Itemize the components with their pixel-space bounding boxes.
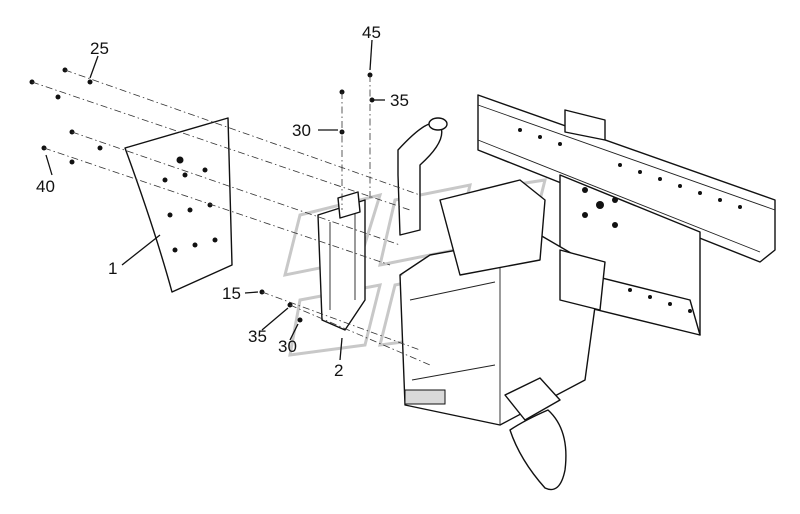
callout-2: 2 xyxy=(334,361,343,380)
heat-shield-plate xyxy=(124,117,233,293)
callout-35-lower: 35 xyxy=(248,327,267,346)
callout-labels: 25 45 35 30 40 1 15 35 30 2 xyxy=(36,23,409,380)
mounting-bracket xyxy=(439,179,606,311)
callout-15: 15 xyxy=(222,284,241,303)
callout-45: 45 xyxy=(362,23,381,42)
leader-lines xyxy=(45,39,385,361)
vertical-bracket xyxy=(317,191,366,331)
frame-rail-holes xyxy=(518,128,742,313)
callout-35-upper: 35 xyxy=(390,91,409,110)
callout-30-upper: 30 xyxy=(292,121,311,140)
callout-30-lower: 30 xyxy=(278,337,297,356)
callout-25: 25 xyxy=(90,39,109,58)
muffler-box xyxy=(399,234,601,491)
callout-40: 40 xyxy=(36,177,55,196)
callout-1: 1 xyxy=(108,259,117,278)
assembly-lines xyxy=(31,69,431,366)
exhaust-pipe xyxy=(397,117,448,236)
